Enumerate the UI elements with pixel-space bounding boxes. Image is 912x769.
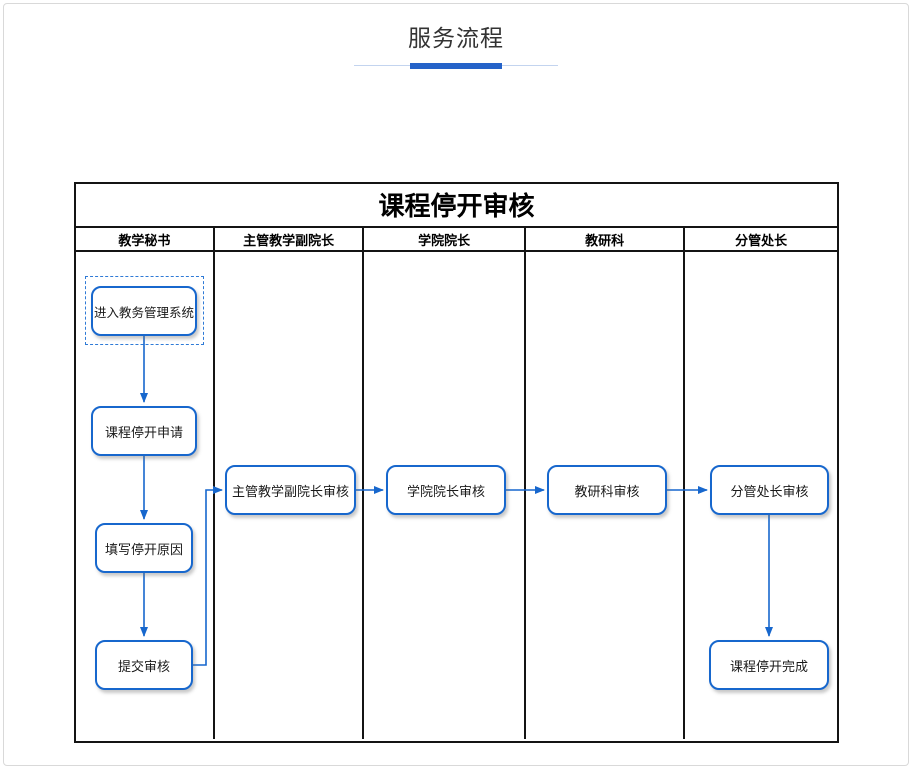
- node-complete: 课程停开完成: [709, 640, 829, 690]
- node-apply: 课程停开申请: [91, 406, 197, 456]
- flowchart: 课程停开审核 教学秘书 主管教学副院长 学院院长 教研科 分管处长: [74, 182, 839, 743]
- node-fill-reason: 填写停开原因: [95, 523, 193, 573]
- start-node-dashed-frame: [85, 276, 204, 345]
- node-submit: 提交审核: [95, 640, 193, 690]
- page-card: 服务流程 课程停开审核 教学秘书 主管教学副院长 学院院长 教研科 分管处长: [3, 3, 909, 766]
- lane-header-research-section: 教研科: [526, 228, 686, 250]
- page-title: 服务流程: [408, 25, 504, 51]
- lane-dean: [364, 252, 526, 739]
- lane-header-director: 分管处长: [735, 232, 788, 248]
- title-underline: [354, 62, 558, 69]
- node-vice-dean-review: 主管教学副院长审核: [225, 465, 356, 515]
- arrow-submit-to-vicedean: [193, 486, 223, 666]
- lane-header-teaching-secretary: 教学秘书: [76, 228, 215, 250]
- page-header: 服务流程: [4, 4, 908, 69]
- lane-vice-dean: [215, 252, 365, 739]
- node-enter-system: 进入教务管理系统: [91, 286, 197, 336]
- node-research-review: 教研科审核: [547, 465, 667, 515]
- lane-header-vice-dean: 主管教学副院长: [215, 228, 365, 250]
- node-director-review: 分管处长审核: [710, 465, 829, 515]
- underline-accent-bar: [410, 62, 502, 69]
- nodes-layer: 进入教务管理系统 课程停开申请 填写停开原因 提交审核 主管教学副院长审核 学院…: [76, 254, 837, 741]
- lanes: [76, 252, 837, 739]
- lane-headers: 教学秘书 主管教学副院长 学院院长 教研科 分管处长: [76, 228, 837, 252]
- flow-arrows: [140, 336, 773, 666]
- node-dean-review: 学院院长审核: [386, 465, 506, 515]
- flowchart-title: 课程停开审核: [76, 184, 837, 228]
- lane-teaching-secretary: [76, 252, 215, 739]
- lane-header-dean: 学院院长: [364, 228, 526, 250]
- lane-research-section: [526, 252, 686, 739]
